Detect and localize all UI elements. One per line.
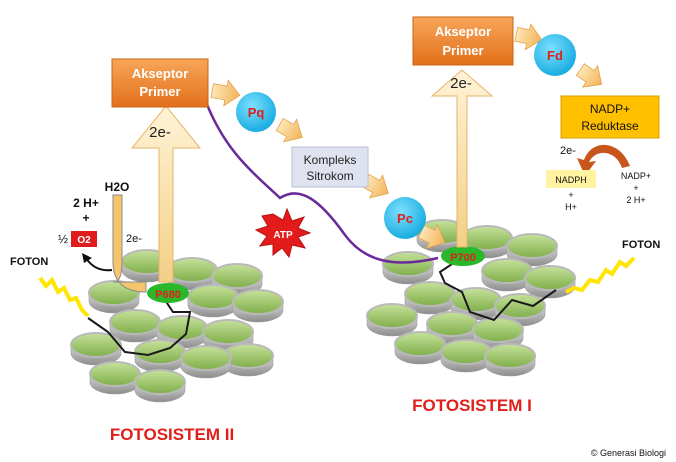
- nadph-conversion-arrow: [577, 144, 630, 176]
- nadph-label: NADPH: [555, 175, 587, 185]
- ps2-energy-arrow: [130, 105, 202, 283]
- thylakoid-disc: [180, 345, 232, 371]
- ps1-acceptor-line1: Akseptor: [435, 24, 491, 39]
- pc-carrier: [384, 197, 426, 239]
- ps1-disc-cluster: [366, 219, 576, 377]
- thylakoid-disc: [394, 331, 446, 357]
- atp-burst: [254, 207, 312, 259]
- ps1-primary-acceptor: [412, 16, 514, 66]
- thylakoid-disc: [166, 257, 218, 283]
- reductase-line2: Reduktase: [581, 119, 639, 133]
- ps2-electrons-label: 2e-: [149, 124, 171, 141]
- nadph-h-label: H+: [565, 202, 577, 212]
- nadp-substrate-h: 2 H+: [626, 195, 645, 205]
- thylakoid-disc: [461, 225, 513, 251]
- thylakoid-disc: [134, 369, 186, 395]
- electron-path-line: [204, 101, 439, 264]
- arrow-cytochrome-to-pc: [361, 173, 389, 199]
- ps2-photon-wave: [38, 276, 90, 318]
- thylakoid-disc: [440, 339, 492, 365]
- nadph-plus: +: [568, 190, 573, 200]
- oxygen-release-arrowhead: [82, 253, 92, 263]
- fd-carrier: [534, 34, 576, 76]
- reductase-electrons-label: 2e-: [560, 145, 576, 157]
- thylakoid-disc: [366, 303, 418, 329]
- thylakoid-disc: [450, 287, 502, 313]
- nadp-substrate-label: NADP+: [621, 171, 651, 181]
- atp-label: ATP: [273, 230, 293, 241]
- thylakoid-disc: [211, 263, 263, 289]
- protons-label: 2 H+: [73, 196, 99, 210]
- p680-center: [147, 283, 189, 303]
- cytochrome-line2: Sitrokom: [306, 169, 353, 183]
- pc-label: Pc: [397, 211, 413, 226]
- arrow-pc-to-p700: [417, 223, 446, 250]
- arrow-fd-to-reductase: [575, 63, 603, 88]
- ps1-acceptor-line2: Primer: [442, 43, 483, 58]
- thylakoid-disc: [382, 251, 434, 277]
- reductase-line1: NADP+: [590, 102, 630, 116]
- ps2-disc-cluster: [70, 249, 284, 403]
- ps2-acceptor-line2: Primer: [139, 84, 180, 99]
- nadp-substrate-plus: +: [633, 183, 638, 193]
- ps1-title: FOTOSISTEM I: [412, 396, 532, 415]
- ps2-excitation-path: [87, 299, 192, 357]
- ps2-acceptor-line1: Akseptor: [132, 66, 188, 81]
- arrow-acceptor-to-fd: [514, 23, 543, 51]
- arrow-pq-to-cytochrome: [275, 117, 303, 143]
- water-electrons-label: 2e-: [126, 233, 142, 245]
- ps1-foton-label: FOTON: [622, 239, 660, 251]
- thylakoid-disc: [484, 343, 536, 369]
- thylakoid-disc: [494, 293, 546, 319]
- thylakoid-disc: [506, 233, 558, 259]
- water-electron-arrow: [112, 194, 147, 293]
- fd-label: Fd: [547, 48, 563, 63]
- water-label: H2O: [105, 180, 130, 194]
- thylakoid-disc: [232, 289, 284, 315]
- thylakoid-disc: [472, 317, 524, 343]
- nadp-reductase-box: [560, 95, 660, 139]
- thylakoid-disc: [70, 332, 122, 358]
- credit-label: © Generasi Biologi: [591, 448, 666, 458]
- cytochrome-complex: [291, 146, 369, 188]
- pq-label: Pq: [248, 105, 265, 120]
- thylakoid-disc: [89, 361, 141, 387]
- p700-center: [441, 246, 485, 266]
- oxygen-label: O2: [77, 235, 91, 246]
- arrow-acceptor-to-pq: [210, 79, 241, 107]
- thylakoid-disc: [404, 281, 456, 307]
- protons-plus: +: [82, 211, 89, 225]
- ps2-foton-label: FOTON: [10, 256, 48, 268]
- p680-label: P680: [155, 289, 181, 301]
- oxygen-release-arrow: [85, 257, 113, 272]
- cytochrome-line1: Kompleks: [304, 153, 357, 167]
- thylakoid-disc: [109, 309, 161, 335]
- ps1-electrons-label: 2e-: [450, 75, 472, 92]
- thylakoid-disc: [187, 284, 239, 310]
- ps1-excitation-path: [438, 261, 557, 322]
- nadph-box: [546, 170, 596, 188]
- pq-carrier: [236, 92, 276, 132]
- half-label: ½: [58, 232, 68, 246]
- ps1-energy-arrow: [430, 69, 494, 248]
- ps2-title: FOTOSISTEM II: [110, 425, 234, 444]
- oxygen-box: [71, 231, 97, 247]
- p700-label: P700: [450, 252, 476, 264]
- ps2-primary-acceptor: [111, 58, 209, 108]
- thylakoid-disc: [202, 319, 254, 345]
- thylakoid-disc: [524, 265, 576, 291]
- ps1-photon-wave: [565, 256, 636, 294]
- thylakoid-disc: [426, 311, 478, 337]
